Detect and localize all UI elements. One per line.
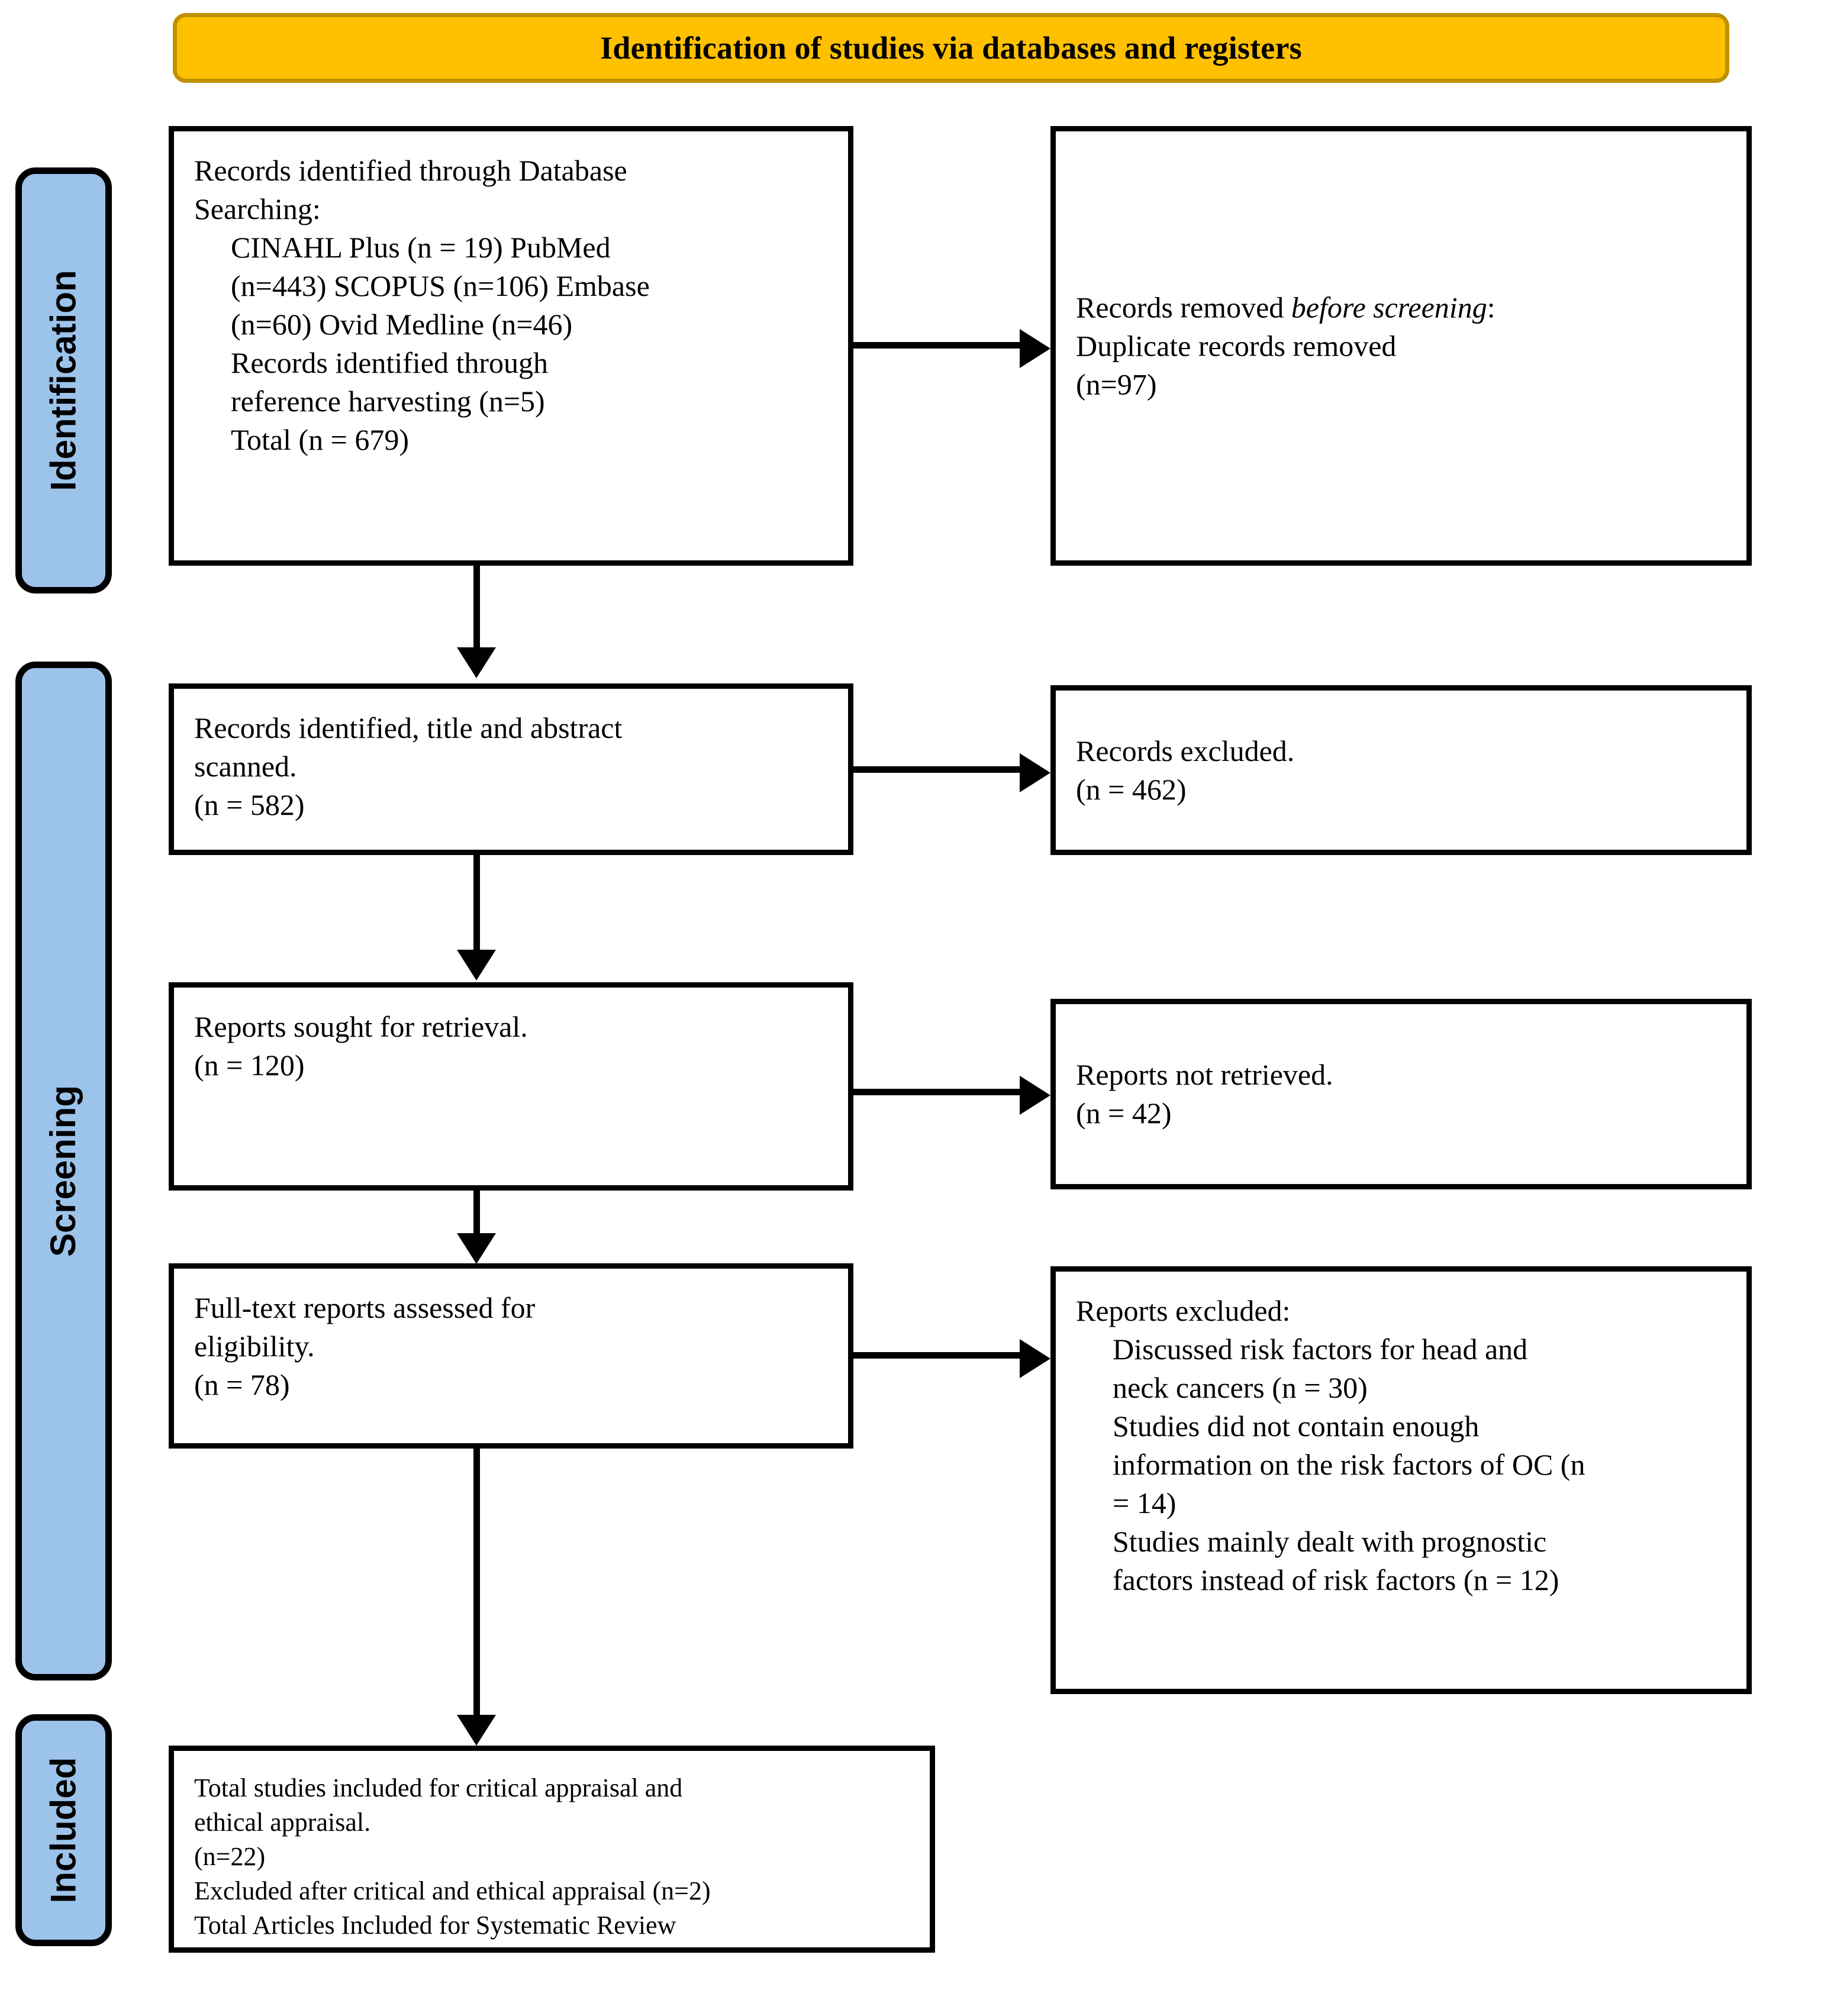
box-records-removed: Records removed before screening: Duplic…: [1050, 126, 1752, 566]
records-identified-line-4: (n=443) SCOPUS (n=106) Embase: [231, 269, 650, 302]
arrow-scanned-to-excluded-head-icon: [1020, 753, 1050, 792]
box-records-scanned-text: Records identified, title and abstract s…: [194, 709, 837, 824]
box-records-removed-text: Records removed before screening: Duplic…: [1076, 288, 1736, 404]
arrow-scanned-to-sought-line: [473, 855, 480, 950]
records-identified-line-8: Total (n = 679): [231, 423, 410, 456]
arrow-fulltext-to-reports-excluded-head-icon: [1020, 1339, 1050, 1378]
records-removed-line-1-prefix: Records removed: [1076, 291, 1291, 324]
fulltext-line-2: eligibility.: [194, 1330, 315, 1363]
records-identified-line-6: Records identified through: [231, 346, 548, 379]
records-scanned-line-1: Records identified, title and abstract: [194, 711, 623, 744]
arrow-fulltext-to-included-head-icon: [457, 1715, 496, 1746]
stage-pill-included: Included: [15, 1714, 112, 1946]
total-included-line-1: Total studies included for critical appr…: [194, 1773, 683, 1802]
box-fulltext-assessed: Full-text reports assessed for eligibili…: [169, 1263, 853, 1449]
arrow-identified-to-removed-head-icon: [1020, 329, 1050, 368]
records-identified-line-2: Searching:: [194, 192, 321, 225]
arrow-scanned-to-sought-head-icon: [457, 950, 496, 980]
reports-excluded-line-6: = 14): [1113, 1486, 1177, 1520]
fulltext-count: (n = 78): [194, 1368, 290, 1401]
records-scanned-count: (n = 582): [194, 788, 305, 821]
records-scanned-line-2: scanned.: [194, 750, 297, 783]
box-records-excluded: Records excluded. (n = 462): [1050, 685, 1752, 855]
records-identified-line-7: reference harvesting (n=5): [231, 385, 545, 418]
arrow-sought-to-fulltext-head-icon: [457, 1233, 496, 1264]
box-reports-not-retrieved: Reports not retrieved. (n = 42): [1050, 999, 1752, 1189]
box-records-scanned: Records identified, title and abstract s…: [169, 683, 853, 855]
records-identified-line-1: Records identified through Database: [194, 154, 627, 187]
box-reports-excluded-text: Reports excluded: Discussed risk factors…: [1076, 1292, 1736, 1599]
reports-not-retrieved-line-1: Reports not retrieved.: [1076, 1058, 1333, 1091]
reports-excluded-line-4: Studies did not contain enough: [1113, 1409, 1480, 1443]
arrow-scanned-to-excluded-line: [853, 766, 1020, 773]
reports-sought-line-1: Reports sought for retrieval.: [194, 1010, 528, 1043]
fulltext-line-1: Full-text reports assessed for: [194, 1291, 536, 1324]
reports-excluded-line-7: Studies mainly dealt with prognostic: [1113, 1525, 1547, 1558]
records-removed-line-1-emphasis: before screening: [1291, 291, 1487, 324]
box-reports-excluded: Reports excluded: Discussed risk factors…: [1050, 1266, 1752, 1694]
reports-sought-count: (n = 120): [194, 1049, 305, 1082]
reports-excluded-line-1: Reports excluded:: [1076, 1294, 1291, 1327]
stage-pill-screening: Screening: [15, 662, 112, 1680]
box-records-excluded-text: Records excluded. (n = 462): [1076, 732, 1736, 809]
records-removed-line-3: (n=97): [1076, 367, 1157, 401]
arrow-sought-to-not-retrieved-line: [853, 1089, 1020, 1095]
total-included-count: (n=22): [194, 1842, 266, 1872]
box-records-identified: Records identified through Database Sear…: [169, 126, 853, 566]
stage-pill-identification: Identification: [15, 167, 112, 593]
stage-label-identification: Identification: [43, 270, 83, 491]
records-excluded-line-1: Records excluded.: [1076, 734, 1295, 767]
stage-label-included: Included: [43, 1757, 83, 1904]
box-reports-sought-text: Reports sought for retrieval. (n = 120): [194, 1008, 837, 1085]
total-included-line-4: Excluded after critical and ethical appr…: [194, 1876, 711, 1906]
box-total-included: Total studies included for critical appr…: [169, 1746, 935, 1953]
arrow-fulltext-to-included-line: [473, 1449, 480, 1715]
total-included-line-5: Total Articles Included for Systematic R…: [194, 1911, 676, 1940]
box-reports-not-retrieved-text: Reports not retrieved. (n = 42): [1076, 1056, 1736, 1133]
records-excluded-count: (n = 462): [1076, 772, 1187, 806]
records-identified-line-5: (n=60) Ovid Medline (n=46): [231, 308, 573, 341]
box-records-identified-text: Records identified through Database Sear…: [194, 151, 837, 459]
arrow-identified-to-scanned-head-icon: [457, 647, 496, 678]
box-total-included-text: Total studies included for critical appr…: [194, 1771, 919, 1943]
reports-excluded-line-5: information on the risk factors of OC (n: [1113, 1448, 1585, 1481]
box-fulltext-assessed-text: Full-text reports assessed for eligibili…: [194, 1289, 837, 1404]
arrow-identified-to-scanned-line: [473, 566, 480, 647]
records-removed-line-1-suffix: :: [1487, 291, 1496, 324]
diagram-title: Identification of studies via databases …: [600, 30, 1302, 66]
arrow-identified-to-removed-line: [853, 342, 1020, 349]
arrow-fulltext-to-reports-excluded-line: [853, 1352, 1020, 1359]
reports-excluded-line-3: neck cancers (n = 30): [1113, 1371, 1368, 1404]
records-identified-line-3: CINAHL Plus (n = 19) PubMed: [231, 231, 611, 264]
arrow-sought-to-not-retrieved-head-icon: [1020, 1076, 1050, 1115]
reports-not-retrieved-count: (n = 42): [1076, 1096, 1172, 1130]
records-removed-line-2: Duplicate records removed: [1076, 329, 1397, 362]
box-reports-sought: Reports sought for retrieval. (n = 120): [169, 982, 853, 1191]
total-included-line-2: ethical appraisal.: [194, 1808, 371, 1837]
arrow-sought-to-fulltext-line: [473, 1191, 480, 1233]
reports-excluded-line-8: factors instead of risk factors (n = 12): [1113, 1563, 1559, 1596]
reports-excluded-line-2: Discussed risk factors for head and: [1113, 1333, 1528, 1366]
diagram-header-banner: Identification of studies via databases …: [173, 13, 1729, 83]
stage-label-screening: Screening: [43, 1085, 83, 1257]
